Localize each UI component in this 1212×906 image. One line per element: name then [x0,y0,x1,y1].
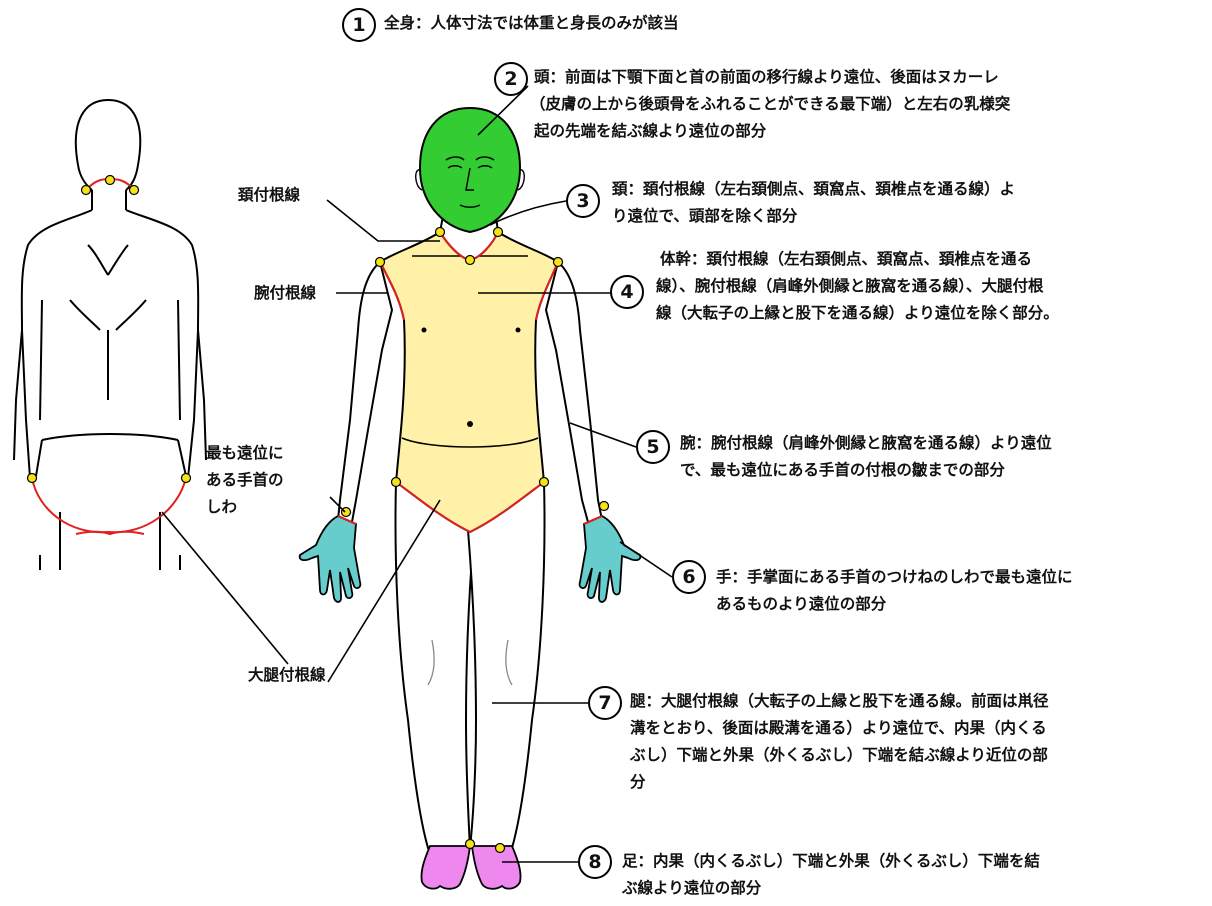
region-4-line-1: 体幹：頚付根線（左右頚側点、頚窩点、頚椎点を通る [660,246,1059,273]
region-6-line-1: 手：手掌面にある手首のつけねのしわで最も遠位に [716,564,1073,591]
region-5-line-2: で、最も遠位にある手首の付根の皺までの部分 [680,457,1052,484]
region-4-text: 体幹：頚付根線（左右頚側点、頚窩点、頚椎点を通る 線）、腕付根線（肩峰外側縁と腋… [656,246,1059,327]
left-foot [421,846,470,889]
badge-1: 1 [342,8,376,42]
back-view-points [28,176,191,483]
wrist-crease-line-1: 最も遠位に [206,440,284,467]
badge-4: 4 [610,275,644,309]
badge-2: 2 [494,62,528,96]
thigh-root-label: 大腿付根線 [248,662,326,689]
region-1-text: 全身：人体寸法では体重と身長のみが該当 [384,10,679,37]
region-7-line-2: 溝をとおり、後面は殿溝を通る）より遠位で、内果（内くる [630,715,1049,742]
region-2-text: 頭：前面は下顎下面と首の前面の移行線より遠位、後面はヌカーレ （皮膚の上から後頭… [534,64,1010,145]
region-3-line-2: り遠位で、頭部を除く部分 [612,203,1015,230]
region-7-line-3: ぶし）下端と外果（外くるぶし）下端を結ぶ線より近位の部 [630,742,1049,769]
left-leg [396,482,475,848]
region-4-line-3: 線（大転子の上縁と股下を通る線）より遠位を除く部分。 [656,300,1059,327]
region-7-text: 腿：大腿付根線（大転子の上縁と股下を通る線。前面は鼡径 溝をとおり、後面は殿溝を… [630,688,1049,796]
right-foot [472,846,521,889]
back-thigh-root-line [32,478,186,532]
region-7-line-1: 腿：大腿付根線（大転子の上縁と股下を通る線。前面は鼡径 [630,688,1049,715]
region-3-text: 頚：頚付根線（左右頚側点、頚窩点、頚椎点を通る線）よ り遠位で、頭部を除く部分 [612,176,1015,230]
wrist-crease-line-2: ある手首の [206,467,284,494]
right-arm [546,262,602,522]
left-arm [338,262,392,522]
region-1-line-1: 全身：人体寸法では体重と身長のみが該当 [384,10,679,37]
region-5-line-1: 腕：腕付根線（肩峰外側縁と腋窩を通る線）より遠位 [680,430,1052,457]
region-6-text: 手：手掌面にある手首のつけねのしわで最も遠位に あるものより遠位の部分 [716,564,1073,618]
trunk-region [380,232,558,532]
region-4-line-2: 線）、腕付根線（肩峰外側縁と腋窩を通る線）、大腿付根 [656,273,1059,300]
badge-3: 3 [566,184,600,218]
region-2-line-1: 頭：前面は下顎下面と首の前面の移行線より遠位、後面はヌカーレ [534,64,1010,91]
region-2-line-3: 起の先端を結ぶ線より遠位の部分 [534,118,1010,145]
front-view-figure [300,108,641,889]
region-7-line-4: 分 [630,769,1049,796]
region-8-line-2: ぶ線より遠位の部分 [622,875,1040,902]
badge-7: 7 [588,686,622,720]
region-6-line-2: あるものより遠位の部分 [716,591,1073,618]
right-hand [580,516,641,602]
region-5-text: 腕：腕付根線（肩峰外側縁と腋窩を通る線）より遠位 で、最も遠位にある手首の付根の… [680,430,1052,484]
region-3-line-1: 頚：頚付根線（左右頚側点、頚窩点、頚椎点を通る線）よ [612,176,1015,203]
wrist-crease-label: 最も遠位に ある手首の しわ [206,440,284,521]
badge-5: 5 [636,430,670,464]
wrist-crease-line-3: しわ [206,494,284,521]
region-2-line-2: （皮膚の上から後頭骨をふれることができる最下端）と左右の乳様突 [530,91,1010,118]
left-hand [300,516,361,602]
region-8-text: 足：内果（内くるぶし）下端と外果（外くるぶし）下端を結 ぶ線より遠位の部分 [622,848,1040,902]
badge-6: 6 [672,560,706,594]
neck-root-label: 頚付根線 [238,182,300,209]
arm-root-label: 腕付根線 [254,280,316,307]
region-8-line-1: 足：内果（内くるぶし）下端と外果（外くるぶし）下端を結 [622,848,1040,875]
badge-8: 8 [578,845,612,879]
